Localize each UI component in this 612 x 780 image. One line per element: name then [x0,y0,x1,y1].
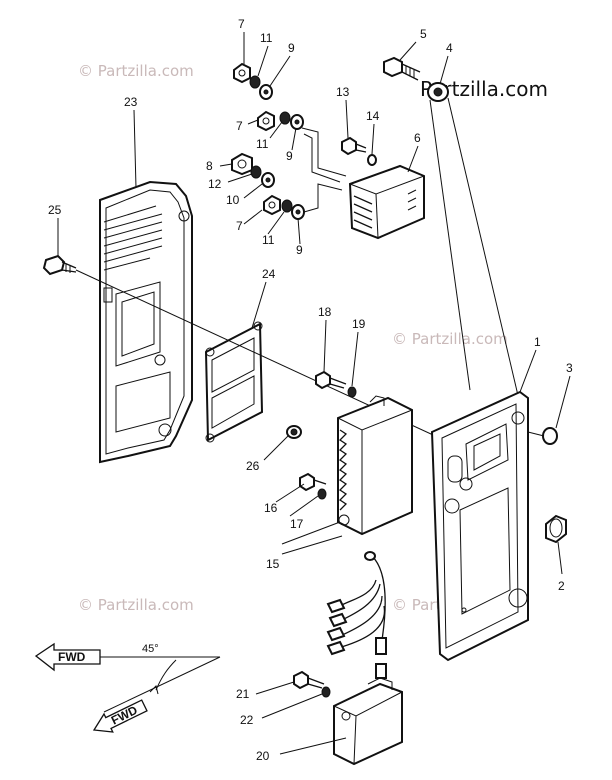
part-7-nut[interactable] [233,62,251,84]
callout-26: 26 [246,459,260,473]
part-13-bolt[interactable] [341,136,367,156]
callout-7: 7 [238,17,245,31]
callout-7: 7 [236,219,243,233]
angled-line [103,656,221,713]
part-5-bolt[interactable] [383,56,421,81]
part-6-module[interactable] [348,164,425,240]
cover-grille [103,205,163,271]
callout-15: 15 [266,557,280,571]
callout-4: 4 [446,41,453,55]
part-7-nut[interactable] [263,194,281,216]
part-9-nut[interactable] [259,84,273,100]
part-11-washer[interactable] [281,199,293,213]
part-1-bracket[interactable] [430,390,529,662]
callout-23: 23 [124,95,138,109]
callout-9: 9 [288,41,295,55]
part-4-grommet[interactable] [427,82,449,102]
part-11-washer[interactable] [279,111,291,125]
assembly-guideline [429,99,471,391]
callout-21: 21 [236,687,250,701]
callout-8: 8 [206,159,213,173]
part-10-nut[interactable] [261,172,275,188]
callout-24: 24 [262,267,276,281]
part-12-washer[interactable] [250,165,262,179]
watermark-text: © Partzilla.com [78,596,194,614]
callout-25: 25 [48,203,62,217]
assembly-guideline [447,97,521,405]
callout-10: 10 [226,193,240,207]
fwd-label: FWD [58,650,86,664]
callout-1: 1 [534,335,541,349]
callout-5: 5 [420,27,427,41]
part-9-nut[interactable] [290,114,304,130]
part-8-nut[interactable] [231,152,253,176]
callout-17: 17 [290,517,304,531]
callout-14: 14 [366,109,380,123]
part-18-bolt[interactable] [315,370,347,390]
part-25-bolt[interactable] [42,254,77,276]
watermark-text: © Partzilla.com [392,330,508,348]
part-15-cdi-unit[interactable] [337,395,413,536]
wiring-harness [326,551,387,679]
part-24-gasket[interactable] [204,321,264,443]
callout-16: 16 [264,501,278,515]
part-9-nut[interactable] [291,204,305,220]
part-14-washer[interactable] [367,154,377,166]
part-21-bolt[interactable] [293,670,325,690]
part-22-washer[interactable] [321,686,331,698]
part-11-washer[interactable] [249,75,261,89]
module-fins [353,195,373,229]
callout-2: 2 [558,579,565,593]
fwd-arrow-angled-icon: FWD [92,699,148,733]
callout-7: 7 [236,119,243,133]
part-26-grommet[interactable] [286,425,302,439]
watermark-text: © Partzilla.com [78,62,194,80]
callout-numbers: 7 11 9 7 11 9 8 12 10 7 11 9 5 4 13 14 6… [48,17,573,763]
part-19-washer[interactable] [347,386,357,398]
fwd-orientation-indicator: FWD 45° FWD [34,642,221,733]
part-17-washer[interactable] [317,488,327,500]
callout-13: 13 [336,85,350,99]
part-3-grommet[interactable] [542,427,558,445]
callout-3: 3 [566,361,573,375]
callout-20: 20 [256,749,270,763]
callout-19: 19 [352,317,366,331]
callout-6: 6 [414,131,421,145]
part-20-unit[interactable] [333,677,403,766]
part-16-bolt[interactable] [299,472,327,492]
callout-9: 9 [296,243,303,257]
hardware-cluster [231,62,347,220]
callout-12: 12 [208,177,222,191]
callout-11: 11 [262,233,275,247]
angle-label: 45° [142,643,159,655]
part-23-cover[interactable] [99,180,193,464]
callout-18: 18 [318,305,332,319]
callout-11: 11 [260,31,273,45]
fwd-label-angled: FWD [109,703,140,728]
callout-22: 22 [240,713,254,727]
part-7-nut[interactable] [257,110,275,132]
part-2-grommet[interactable] [545,514,567,544]
callout-11: 11 [256,137,269,151]
angle-arc [155,659,177,691]
angle-arc-arrow-icon [149,685,159,695]
leader-lines [57,32,571,755]
callout-9: 9 [286,149,293,163]
